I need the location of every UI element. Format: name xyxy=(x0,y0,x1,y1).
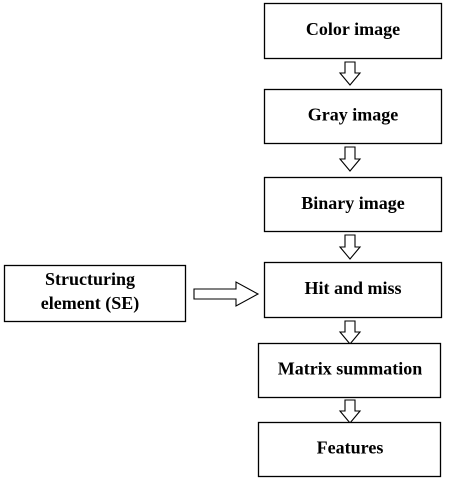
arrow-down-1 xyxy=(338,61,362,86)
step-hit-and-miss: Hit and miss xyxy=(263,261,443,319)
arrow-down-5 xyxy=(338,399,362,424)
side-input-box xyxy=(3,264,187,323)
step-binary-image-label: Binary image xyxy=(301,193,405,213)
step-matrix-summation: Matrix summation xyxy=(257,342,442,399)
side-input-label-line2: element (SE) xyxy=(41,293,139,314)
side-input-structuring-element: Structuring element (SE) xyxy=(3,264,187,323)
step-gray-image: Gray image xyxy=(263,88,443,145)
side-input-label-line1: Structuring xyxy=(45,269,135,289)
step-matrix-summation-box xyxy=(257,342,442,399)
arrow-down-3 xyxy=(338,234,362,260)
step-matrix-summation-label: Matrix summation xyxy=(278,359,422,379)
arrow-down-4 xyxy=(338,320,362,345)
step-gray-image-box xyxy=(263,88,443,145)
step-color-image-box xyxy=(263,2,443,60)
step-hit-and-miss-box xyxy=(263,261,443,319)
step-hit-and-miss-label: Hit and miss xyxy=(304,278,401,298)
step-binary-image: Binary image xyxy=(263,176,443,233)
step-gray-image-label: Gray image xyxy=(308,105,398,125)
step-features-box xyxy=(257,421,442,478)
step-features: Features xyxy=(257,421,442,478)
step-binary-image-box xyxy=(263,176,443,233)
arrow-right-se xyxy=(193,281,260,307)
arrow-down-2 xyxy=(338,146,362,172)
step-color-image-label: Color image xyxy=(306,19,400,39)
step-features-label: Features xyxy=(317,438,384,458)
step-color-image: Color image xyxy=(263,2,443,60)
